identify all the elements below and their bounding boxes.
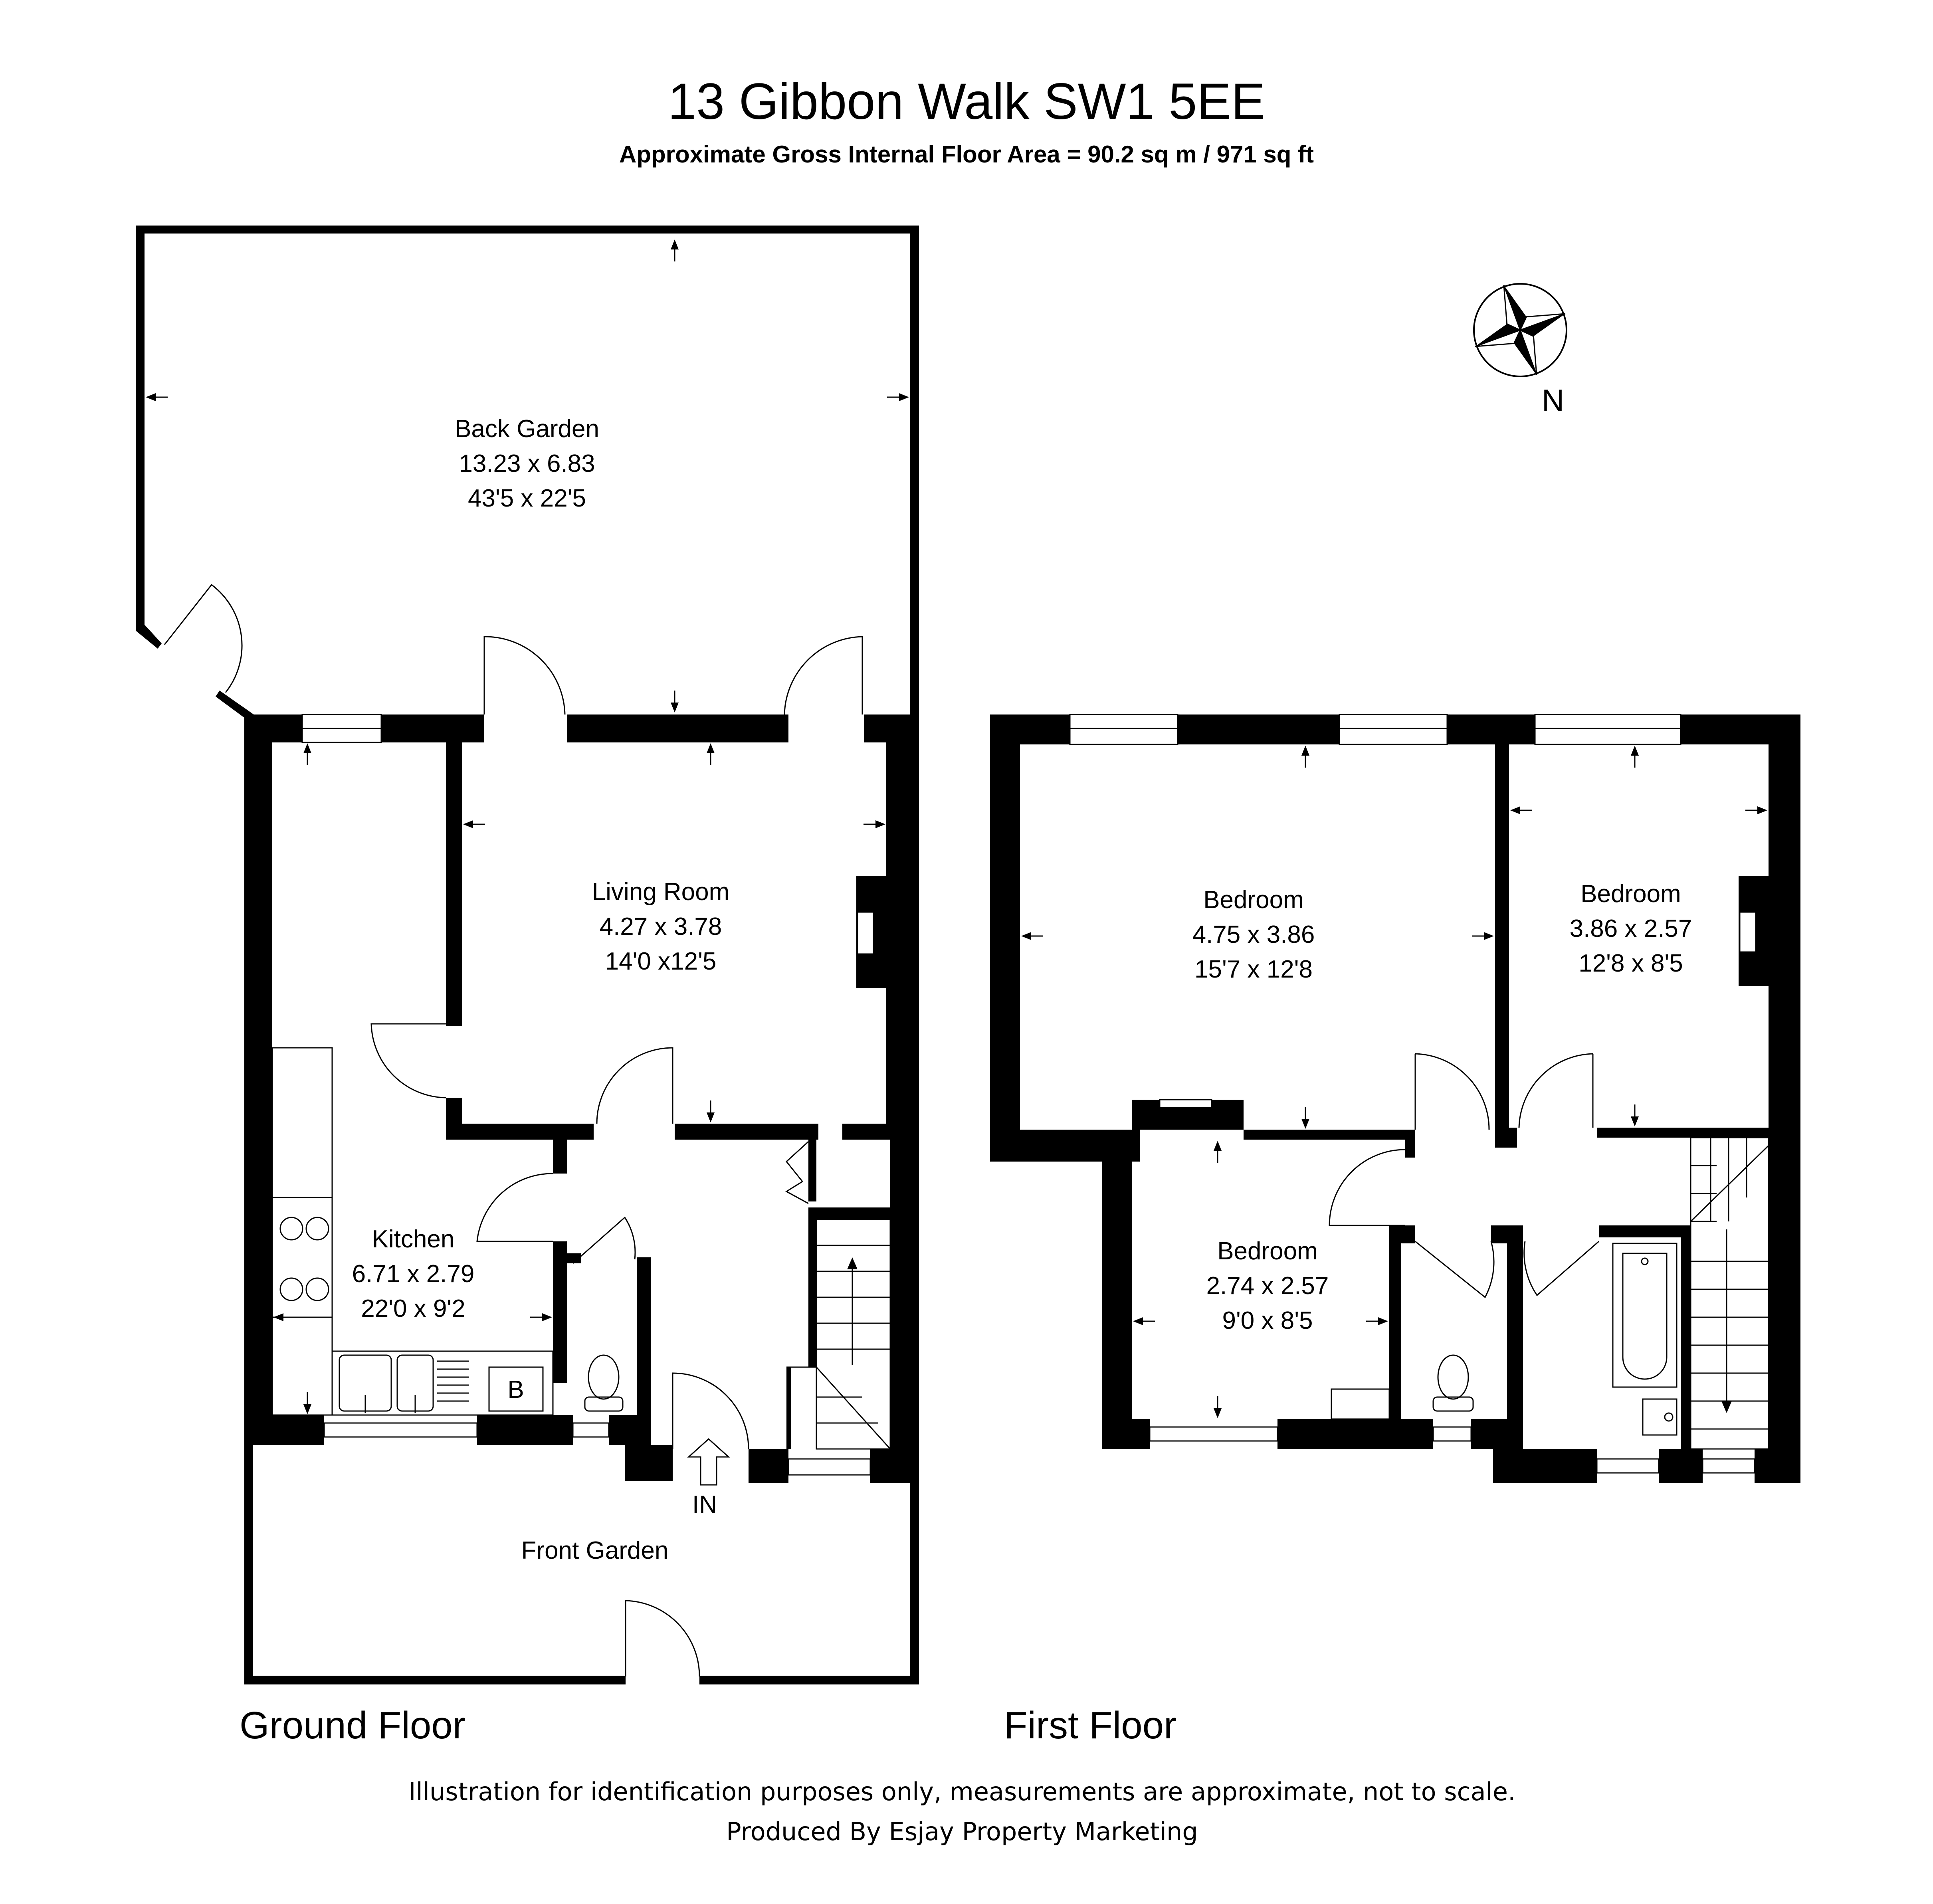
svg-text:14'0 x12'5: 14'0 x12'5: [605, 948, 717, 975]
svg-text:12'8 x 8'5: 12'8 x 8'5: [1578, 950, 1683, 977]
svg-text:13.23 x 6.83: 13.23 x 6.83: [459, 450, 595, 477]
hob-icon: [279, 1217, 329, 1301]
dimension-markers: [146, 239, 909, 1414]
svg-text:Bedroom: Bedroom: [1203, 886, 1304, 914]
compass-north-label: N: [1542, 383, 1564, 418]
page-title: 13 Gibbon Walk SW1 5EE: [668, 73, 1265, 130]
producer-text: Produced By Esjay Property Marketing: [726, 1817, 1198, 1846]
first-floor-dimension-markers: [1021, 746, 1767, 1418]
front-garden-label: Front Garden: [521, 1537, 669, 1564]
ground-floor-windows: [301, 714, 871, 1476]
boiler-label: B: [507, 1376, 524, 1403]
back-garden-label: Back Garden 13.23 x 6.83 43'5 x 22'5: [455, 415, 599, 512]
kitchen-fittings: B: [271, 1047, 554, 1416]
first-floor-staircase: [1690, 1137, 1769, 1450]
bedroom-1-label: Bedroom 4.75 x 3.86 15'7 x 12'8: [1192, 886, 1315, 983]
svg-text:Bedroom: Bedroom: [1580, 880, 1681, 908]
front-garden-boundary: [244, 1445, 919, 1684]
svg-text:3.86 x 2.57: 3.86 x 2.57: [1570, 915, 1692, 942]
first-floor-doors: [1329, 1053, 1599, 1298]
boiler-box: [488, 1366, 544, 1412]
svg-text:4.75 x 3.86: 4.75 x 3.86: [1192, 921, 1315, 948]
cupboard: [1331, 1388, 1390, 1420]
first-floor-walls: [990, 714, 1800, 1483]
entrance-arrow-icon: [687, 1438, 730, 1486]
first-floor-toilet-icon: [1432, 1354, 1474, 1412]
ground-floor-staircase: [786, 1219, 891, 1450]
svg-text:Kitchen: Kitchen: [372, 1225, 455, 1253]
living-room-label: Living Room 4.27 x 3.78 14'0 x12'5: [592, 878, 730, 975]
disclaimer-text: Illustration for identification purposes…: [408, 1777, 1515, 1806]
compass-icon: [1473, 283, 1567, 377]
svg-text:22'0 x 9'2: 22'0 x 9'2: [361, 1295, 465, 1322]
svg-text:4.27 x 3.78: 4.27 x 3.78: [600, 913, 722, 940]
svg-text:6.71 x 2.79: 6.71 x 2.79: [352, 1260, 475, 1288]
svg-text:9'0 x 8'5: 9'0 x 8'5: [1222, 1307, 1313, 1334]
svg-text:2.74 x 2.57: 2.74 x 2.57: [1206, 1272, 1329, 1300]
sink-icon: [339, 1354, 469, 1413]
ground-floor-plan: B IN: [136, 226, 919, 1684]
ground-floor-label: Ground Floor: [240, 1704, 465, 1747]
svg-text:Bedroom: Bedroom: [1217, 1237, 1318, 1265]
basin-icon: [1642, 1398, 1678, 1436]
bedroom-2-label: Bedroom 3.86 x 2.57 12'8 x 8'5: [1570, 880, 1692, 977]
page-subtitle: Approximate Gross Internal Floor Area = …: [619, 141, 1314, 168]
svg-text:Back Garden: Back Garden: [455, 415, 599, 443]
toilet-icon: [584, 1354, 624, 1412]
ground-floor-doors: [370, 636, 863, 1449]
bath-icon: [1612, 1243, 1678, 1388]
svg-text:Living Room: Living Room: [592, 878, 730, 906]
svg-text:15'7 x 12'8: 15'7 x 12'8: [1194, 956, 1313, 983]
bedroom-3-label: Bedroom 2.74 x 2.57 9'0 x 8'5: [1206, 1237, 1329, 1334]
svg-text:Front Garden: Front Garden: [521, 1537, 669, 1564]
ground-floor-walls: [244, 714, 919, 1483]
entrance-label: IN: [692, 1491, 717, 1518]
first-floor-label: First Floor: [1004, 1704, 1176, 1747]
kitchen-label: Kitchen 6.71 x 2.79 22'0 x 9'2: [352, 1225, 475, 1322]
first-floor-windows: [1069, 714, 1755, 1474]
svg-text:43'5 x 22'5: 43'5 x 22'5: [468, 485, 586, 512]
first-floor-plan: Bedroom 4.75 x 3.86 15'7 x 12'8 Bedroom …: [990, 714, 1800, 1483]
